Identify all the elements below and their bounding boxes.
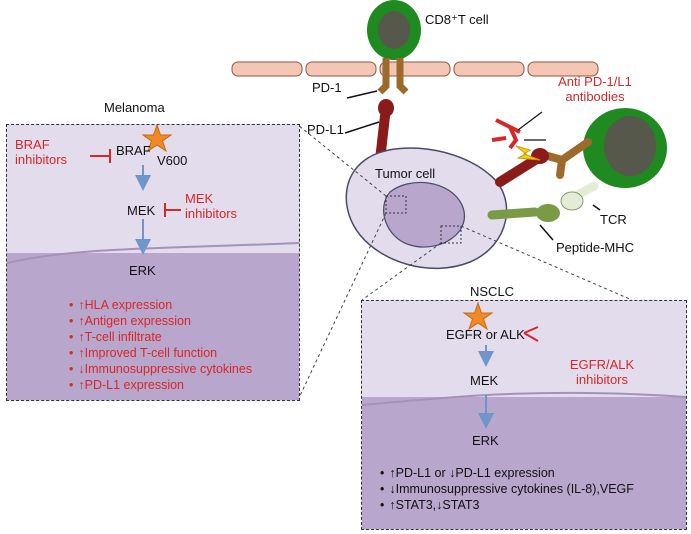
melanoma-effect-item: ↑T-cell infiltrate [69, 329, 252, 345]
nsclc-title: NSCLC [470, 284, 515, 299]
pd1-label: PD-1 [312, 80, 342, 95]
melanoma-effect-item: ↑Improved T-cell function [69, 345, 252, 361]
peptide-mhc [487, 204, 560, 222]
melanoma-effect-item: ↓Immunosuppressive cytokines [69, 361, 252, 377]
anti-pd1-antibody [491, 118, 521, 150]
nsclc-effect-item: ↑STAT3,↓STAT3 [380, 497, 634, 513]
braf-node: BRAF [116, 143, 151, 158]
erk-node: ERK [129, 263, 156, 278]
nsclc-effect-item: ↑PD-L1 or ↓PD-L1 expression [380, 465, 634, 481]
tcr-receptor [560, 181, 599, 211]
zoom-lines [297, 124, 633, 401]
pd1-receptor [377, 58, 409, 95]
nsclc-effects-list: ↑PD-L1 or ↓PD-L1 expression ↓Immunosuppr… [380, 465, 634, 513]
melanoma-effect-item: ↑PD-L1 expression [69, 377, 252, 393]
tcr-label: TCR [600, 212, 627, 227]
nsclc-effect-item: ↓Immunosuppressive cytokines (IL-8),VEGF [380, 481, 634, 497]
peptide-mhc-label: Peptide-MHC [556, 240, 635, 255]
cd8-t-cell [367, 0, 421, 60]
melanoma-pathway-arrows [7, 125, 299, 264]
egfr-alk-node: EGFR or ALK [446, 327, 525, 342]
pdl1-label: PD-L1 [307, 122, 344, 137]
right-t-cell [583, 108, 667, 188]
melanoma-effects-list: ↑HLA expression ↑Antigen expression ↑T-c… [69, 297, 252, 393]
melanoma-effect-item: ↑Antigen expression [69, 313, 252, 329]
nsclc-pathway-arrows [362, 301, 686, 429]
melanoma-title: Melanoma [104, 100, 165, 115]
v600-mutation-label: V600 [157, 153, 188, 168]
pd1-receptor-right [544, 138, 592, 179]
erk-node: ERK [472, 433, 499, 448]
melanoma-effect-item: ↑HLA expression [69, 297, 252, 313]
mutation-star-icon [462, 301, 494, 331]
mek-node: MEK [127, 203, 156, 218]
cd8-t-cell-label: CD8⁺T cell [425, 12, 489, 27]
tumor-cell [345, 147, 508, 270]
lightning-bolt-icon [515, 145, 541, 161]
mek-node: MEK [470, 373, 499, 388]
mutation-star-icon [141, 125, 173, 153]
blood-vessel [231, 61, 599, 77]
tumor-cell-label: Tumor cell [375, 166, 436, 181]
